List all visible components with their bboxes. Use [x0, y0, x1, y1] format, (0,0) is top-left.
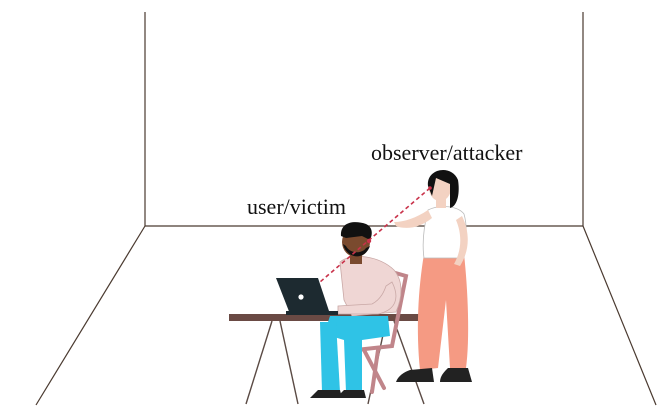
- observer-arm: [394, 210, 432, 228]
- floor-right-edge: [582, 225, 657, 406]
- user-arm: [337, 281, 397, 315]
- user-victim-figure: [310, 222, 402, 398]
- laptop-icon: [276, 278, 338, 315]
- observer-hair: [427, 169, 459, 208]
- floor-left-edge: [35, 225, 146, 406]
- desk-leg: [393, 320, 425, 405]
- user-hair: [340, 222, 372, 240]
- user-label: user/victim: [247, 194, 346, 219]
- desk-leg: [245, 320, 273, 405]
- observer-attacker-figure: [394, 169, 472, 382]
- observer-label: observer/attacker: [371, 140, 523, 165]
- user-beard: [343, 244, 370, 257]
- desk-leg: [279, 320, 299, 405]
- gaze-line: [319, 187, 431, 283]
- observer-pants: [417, 254, 469, 370]
- chair: [354, 270, 409, 394]
- user-pants: [324, 316, 390, 392]
